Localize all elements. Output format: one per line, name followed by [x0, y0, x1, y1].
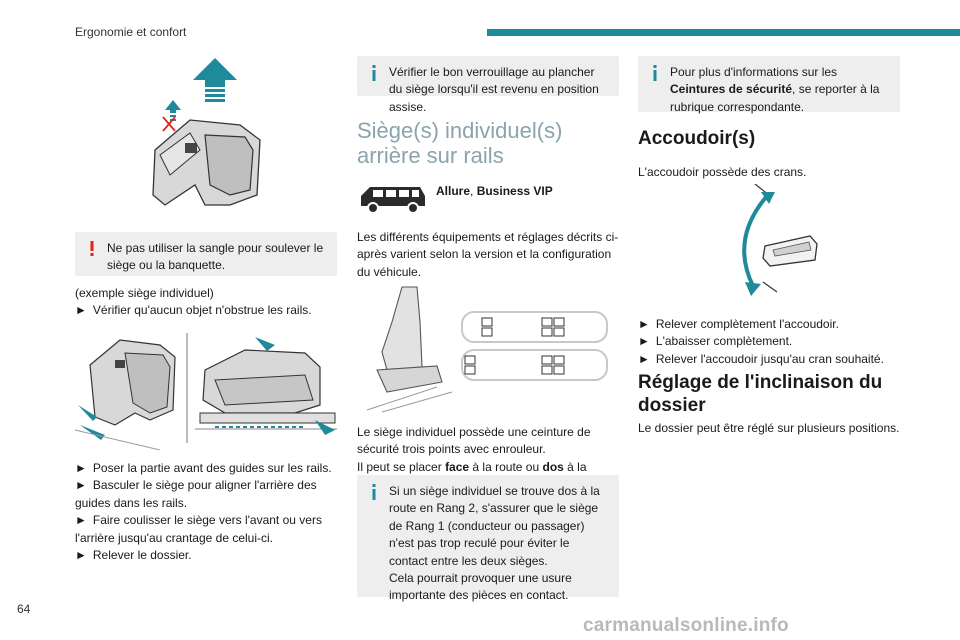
van-icon: [358, 182, 428, 216]
step-2: ►Basculer le siège pour aligner l'arrièr…: [75, 478, 317, 510]
step-check-rails: ►Vérifier qu'aucun objet n'obstrue les r…: [75, 303, 312, 318]
bullet-arrow-icon: ►: [638, 317, 650, 331]
section-title: Ergonomie et confort: [75, 25, 187, 39]
info-note-ceintures: Pour plus d'informations sur les Ceintur…: [638, 56, 900, 114]
bullet-arrow-icon: ►: [75, 478, 87, 493]
seat-lift-illustration: [135, 55, 270, 220]
bullet-arrow-icon: ►: [75, 303, 87, 318]
warning-exclamation-icon: [90, 241, 94, 256]
warning-note-text: Ne pas utiliser la sangle pour soulever …: [107, 241, 324, 273]
info-icon: [372, 484, 376, 500]
armrest-step-3: ►Relever l'accoudoir jusqu'au cran souha…: [638, 351, 884, 366]
intro-text: Les différents équipements et réglages d…: [357, 230, 619, 279]
bullet-arrow-icon: ►: [75, 547, 87, 562]
illustration-caption: (exemple siège individuel): [75, 286, 214, 300]
seat-rails-illustration: [75, 325, 337, 450]
col1-text-top: (exemple siège individuel) ►Vérifier qu'…: [75, 285, 337, 320]
step-3: ►Faire coulisser le siège vers l'avant o…: [75, 513, 322, 545]
recline-text: Le dossier peut être réglé sur plusieurs…: [638, 421, 900, 435]
info-note-text: Vérifier le bon verrouillage au plancher…: [389, 65, 599, 114]
bullet-arrow-icon: ►: [638, 351, 650, 366]
step-1: ►Poser la partie avant des guides sur le…: [75, 461, 332, 475]
belt-text: Le siège individuel possède une ceinture…: [357, 425, 591, 457]
col1-steps: ►Poser la partie avant des guides sur le…: [75, 460, 337, 564]
seat-layout-illustration: [362, 282, 617, 417]
info-note-rang2-text-2: Cela pourrait provoquer une usure import…: [389, 570, 572, 603]
header-accent-bar: [487, 29, 960, 36]
info-icon: [372, 65, 376, 81]
armrest-step-1: ►Relever complètement l'accoudoir.: [638, 317, 839, 331]
armrest-steps: ►Relever complètement l'accoudoir. ►L'ab…: [638, 316, 900, 368]
armrest-heading: Accoudoir(s): [638, 128, 756, 149]
info-icon: [653, 65, 657, 81]
armrest-intro: L'accoudoir possède des crans.: [638, 165, 807, 179]
info-note-rang2: Si un siège individuel se trouve dos à l…: [357, 475, 619, 602]
info-note-verrouillage: Vérifier le bon verrouillage au plancher…: [357, 56, 619, 114]
warning-note: Ne pas utiliser la sangle pour soulever …: [75, 232, 337, 276]
bullet-arrow-icon: ►: [75, 513, 87, 528]
bullet-arrow-icon: ►: [75, 461, 87, 475]
info-note-rang2-text: Si un siège individuel se trouve dos à l…: [389, 484, 600, 568]
section-heading-sieges-rails: Siège(s) individuel(s) arrière sur rails: [357, 118, 563, 169]
versions-label: Allure, Business VIP: [436, 184, 553, 198]
page-number: 64: [17, 602, 31, 616]
armrest-illustration: [725, 184, 820, 302]
bullet-arrow-icon: ►: [638, 334, 650, 349]
recline-heading: Réglage de l'inclinaison du dossier: [638, 372, 883, 416]
watermark: carmanualsonline.info: [583, 615, 789, 636]
step-4: ►Relever le dossier.: [75, 547, 192, 562]
armrest-step-2: ►L'abaisser complètement.: [638, 334, 793, 349]
